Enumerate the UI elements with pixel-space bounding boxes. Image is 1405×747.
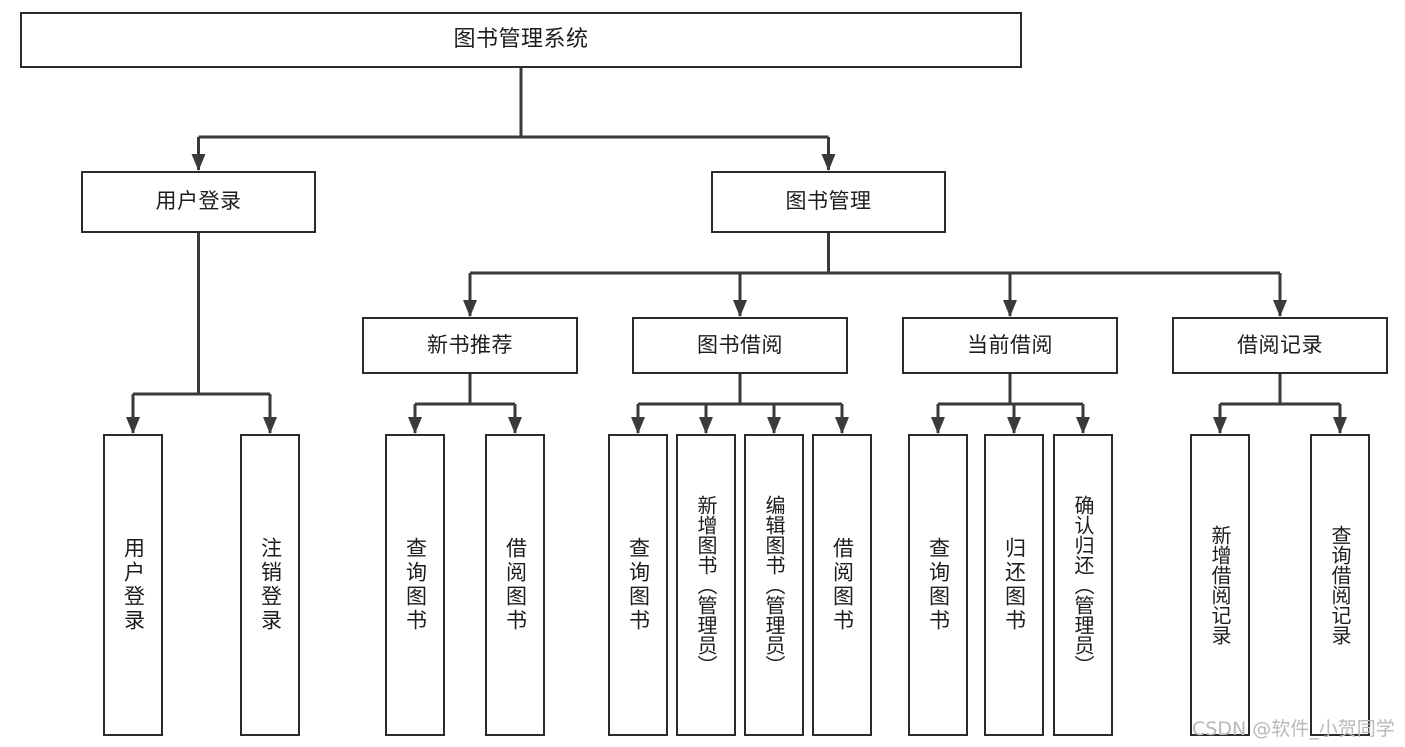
connector-arrowhead bbox=[1003, 300, 1017, 317]
node-leaf-rec-query: 查询图书 bbox=[385, 434, 445, 736]
node-label: 用户登录 bbox=[155, 189, 242, 214]
connector-arrowhead bbox=[126, 417, 140, 434]
node-label: 查询图书 bbox=[626, 537, 651, 633]
node-new-book-rec: 新书推荐 bbox=[362, 317, 578, 374]
node-label: 注销登录 bbox=[258, 537, 283, 633]
node-label: 借阅图书 bbox=[503, 537, 528, 633]
node-label: 用户登录 bbox=[121, 537, 146, 633]
node-label: 查询图书 bbox=[926, 537, 951, 633]
node-leaf-br-query: 查询借阅记录 bbox=[1310, 434, 1370, 736]
connector-arrowhead bbox=[508, 417, 522, 434]
connector-arrowhead bbox=[931, 417, 945, 434]
node-label: 新增图书（管理员） bbox=[694, 495, 718, 675]
node-label: 确认归还（管理员） bbox=[1071, 495, 1095, 675]
node-leaf-cb-return: 归还图书 bbox=[984, 434, 1044, 736]
connector-arrowhead bbox=[1333, 417, 1347, 434]
node-book-borrow: 图书借阅 bbox=[632, 317, 848, 374]
connector-arrowhead bbox=[1213, 417, 1227, 434]
node-label: 新书推荐 bbox=[427, 332, 513, 357]
node-label: 编辑图书（管理员） bbox=[762, 495, 786, 675]
node-label: 新增借阅记录 bbox=[1208, 525, 1232, 645]
node-leaf-user-login: 用户登录 bbox=[103, 434, 163, 736]
node-label: 图书管理系统 bbox=[453, 26, 589, 52]
node-leaf-bb-borrow: 借阅图书 bbox=[812, 434, 872, 736]
node-label: 归还图书 bbox=[1002, 537, 1027, 633]
node-label: 图书借阅 bbox=[697, 332, 783, 357]
node-root: 图书管理系统 bbox=[20, 12, 1022, 68]
node-user-login: 用户登录 bbox=[81, 171, 316, 233]
node-leaf-rec-borrow: 借阅图书 bbox=[485, 434, 545, 736]
connector-arrowhead bbox=[408, 417, 422, 434]
node-borrow-record: 借阅记录 bbox=[1172, 317, 1388, 374]
connector-arrowhead bbox=[191, 154, 206, 171]
node-leaf-bb-edit: 编辑图书（管理员） bbox=[744, 434, 804, 736]
node-book-manage: 图书管理 bbox=[711, 171, 946, 233]
node-label: 借阅图书 bbox=[830, 537, 855, 633]
node-current-borrow: 当前借阅 bbox=[902, 317, 1118, 374]
connector-arrowhead bbox=[463, 300, 477, 317]
node-leaf-cb-query: 查询图书 bbox=[908, 434, 968, 736]
connector-arrowhead bbox=[1076, 417, 1090, 434]
node-leaf-br-add: 新增借阅记录 bbox=[1190, 434, 1250, 736]
connector-arrowhead bbox=[699, 417, 713, 434]
node-leaf-user-logout: 注销登录 bbox=[240, 434, 300, 736]
connector-arrowhead bbox=[767, 417, 781, 434]
node-leaf-bb-query: 查询图书 bbox=[608, 434, 668, 736]
connector-arrowhead bbox=[1007, 417, 1021, 434]
node-label: 当前借阅 bbox=[967, 332, 1053, 357]
connector-arrowhead bbox=[733, 300, 747, 317]
connector-arrowhead bbox=[1273, 300, 1287, 317]
connector-arrowhead bbox=[263, 417, 277, 434]
node-leaf-cb-confirm: 确认归还（管理员） bbox=[1053, 434, 1113, 736]
node-leaf-bb-add: 新增图书（管理员） bbox=[676, 434, 736, 736]
node-label: 借阅记录 bbox=[1237, 332, 1323, 357]
node-label: 查询借阅记录 bbox=[1328, 525, 1352, 645]
connector-arrowhead bbox=[835, 417, 849, 434]
node-label: 查询图书 bbox=[403, 537, 428, 633]
connector-arrowhead bbox=[821, 154, 836, 171]
node-label: 图书管理 bbox=[785, 189, 872, 214]
connector-arrowhead bbox=[631, 417, 645, 434]
